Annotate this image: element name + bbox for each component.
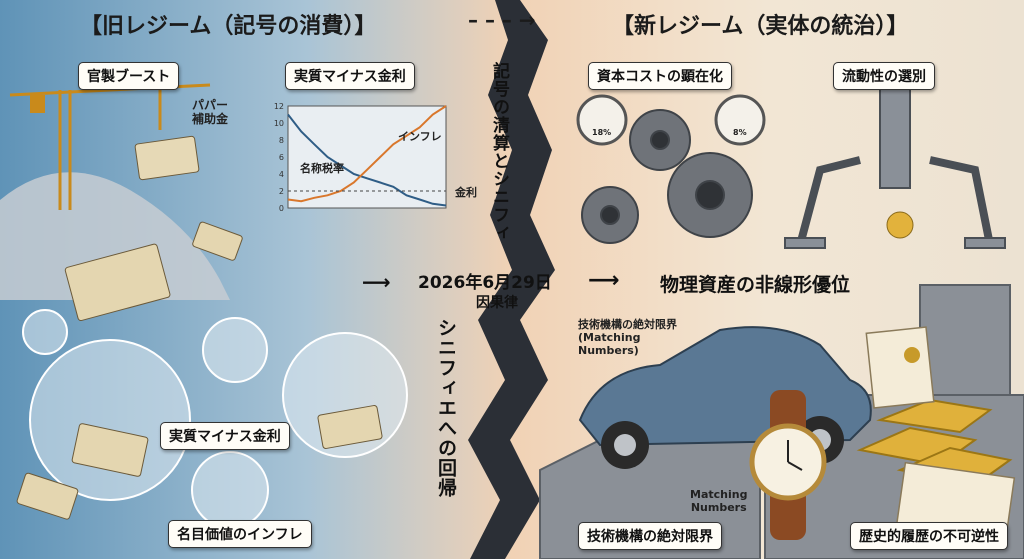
banknotes-icon bbox=[16, 221, 383, 520]
return-to-signifie-vertical-text: シニフィエへの回帰 bbox=[435, 318, 457, 498]
arrow-left-icon: ⟶ bbox=[362, 270, 391, 294]
nominal-inflation-label: 名目価値のインフレ bbox=[168, 520, 312, 548]
rate-line-label: 金利 bbox=[455, 186, 477, 199]
old-regime-heading: 【旧レジーム（記号の消費）】 bbox=[80, 14, 377, 39]
real-negative-rate-chart-title: 実質マイナス金利 bbox=[285, 62, 415, 90]
series-inflation-line bbox=[287, 105, 447, 203]
y-tick-label: 12 bbox=[274, 102, 284, 111]
y-tick-label: 10 bbox=[274, 119, 284, 128]
real-negative-rate-chart: 0 2 4 6 8 10 12 bbox=[274, 102, 447, 213]
new-regime-heading: 【新レジーム（実体の統治）】 bbox=[612, 14, 909, 39]
liquidation-vertical-text: 記号の清算とシニフィ bbox=[489, 62, 509, 242]
liquidity-selection-label: 流動性の選別 bbox=[833, 62, 935, 90]
y-tick-label: 8 bbox=[279, 136, 284, 145]
physical-asset-advantage-label: 物理資産の非線形優位 bbox=[660, 274, 851, 296]
inflation-series-label: インフレ bbox=[398, 130, 442, 143]
header-arrow: – – – → bbox=[468, 8, 536, 32]
government-boost-label: 官製ブースト bbox=[78, 62, 180, 90]
gauge-left-value: 18% bbox=[592, 128, 612, 137]
tax-series-label: 名称税率 bbox=[300, 162, 344, 175]
pressure-gauge-icon bbox=[576, 94, 766, 146]
causality-label: 因果律 bbox=[476, 295, 518, 311]
chart-plot-area bbox=[287, 105, 447, 209]
date-label: 2026年6月29日 bbox=[418, 273, 552, 293]
coin-icon bbox=[886, 211, 914, 239]
y-tick-label: 0 bbox=[279, 204, 284, 213]
hanging-banknote-icon bbox=[134, 135, 200, 181]
wristwatch-icon bbox=[749, 390, 827, 540]
tech-limit-top-label: 技術機構の絶対限界 (Matching Numbers) bbox=[578, 318, 677, 358]
series-tax-line bbox=[287, 113, 447, 207]
y-tick-label: 2 bbox=[279, 187, 284, 196]
central-crack bbox=[468, 0, 555, 559]
y-tick-label: 4 bbox=[279, 170, 284, 179]
y-tick-label: 6 bbox=[279, 153, 284, 162]
bubbles-icon bbox=[22, 309, 408, 529]
arrow-right-icon: ⟶ bbox=[588, 268, 620, 293]
history-irreversibility-label: 歴史的履歴の不可逆性 bbox=[850, 522, 1008, 550]
paper-subsidy-label: パパー 補助金 bbox=[192, 98, 229, 127]
debris-pile bbox=[0, 172, 230, 300]
gears-icon bbox=[581, 109, 753, 244]
tech-limit-bottom-label: 技術機構の絶対限界 bbox=[578, 522, 722, 550]
capital-cost-label: 資本コストの顕在化 bbox=[588, 62, 732, 90]
matching-numbers-label: Matching Numbers bbox=[690, 488, 748, 515]
gauge-right-value: 8% bbox=[733, 128, 747, 137]
real-negative-rate-bubble-label: 実質マイナス金利 bbox=[160, 422, 290, 450]
